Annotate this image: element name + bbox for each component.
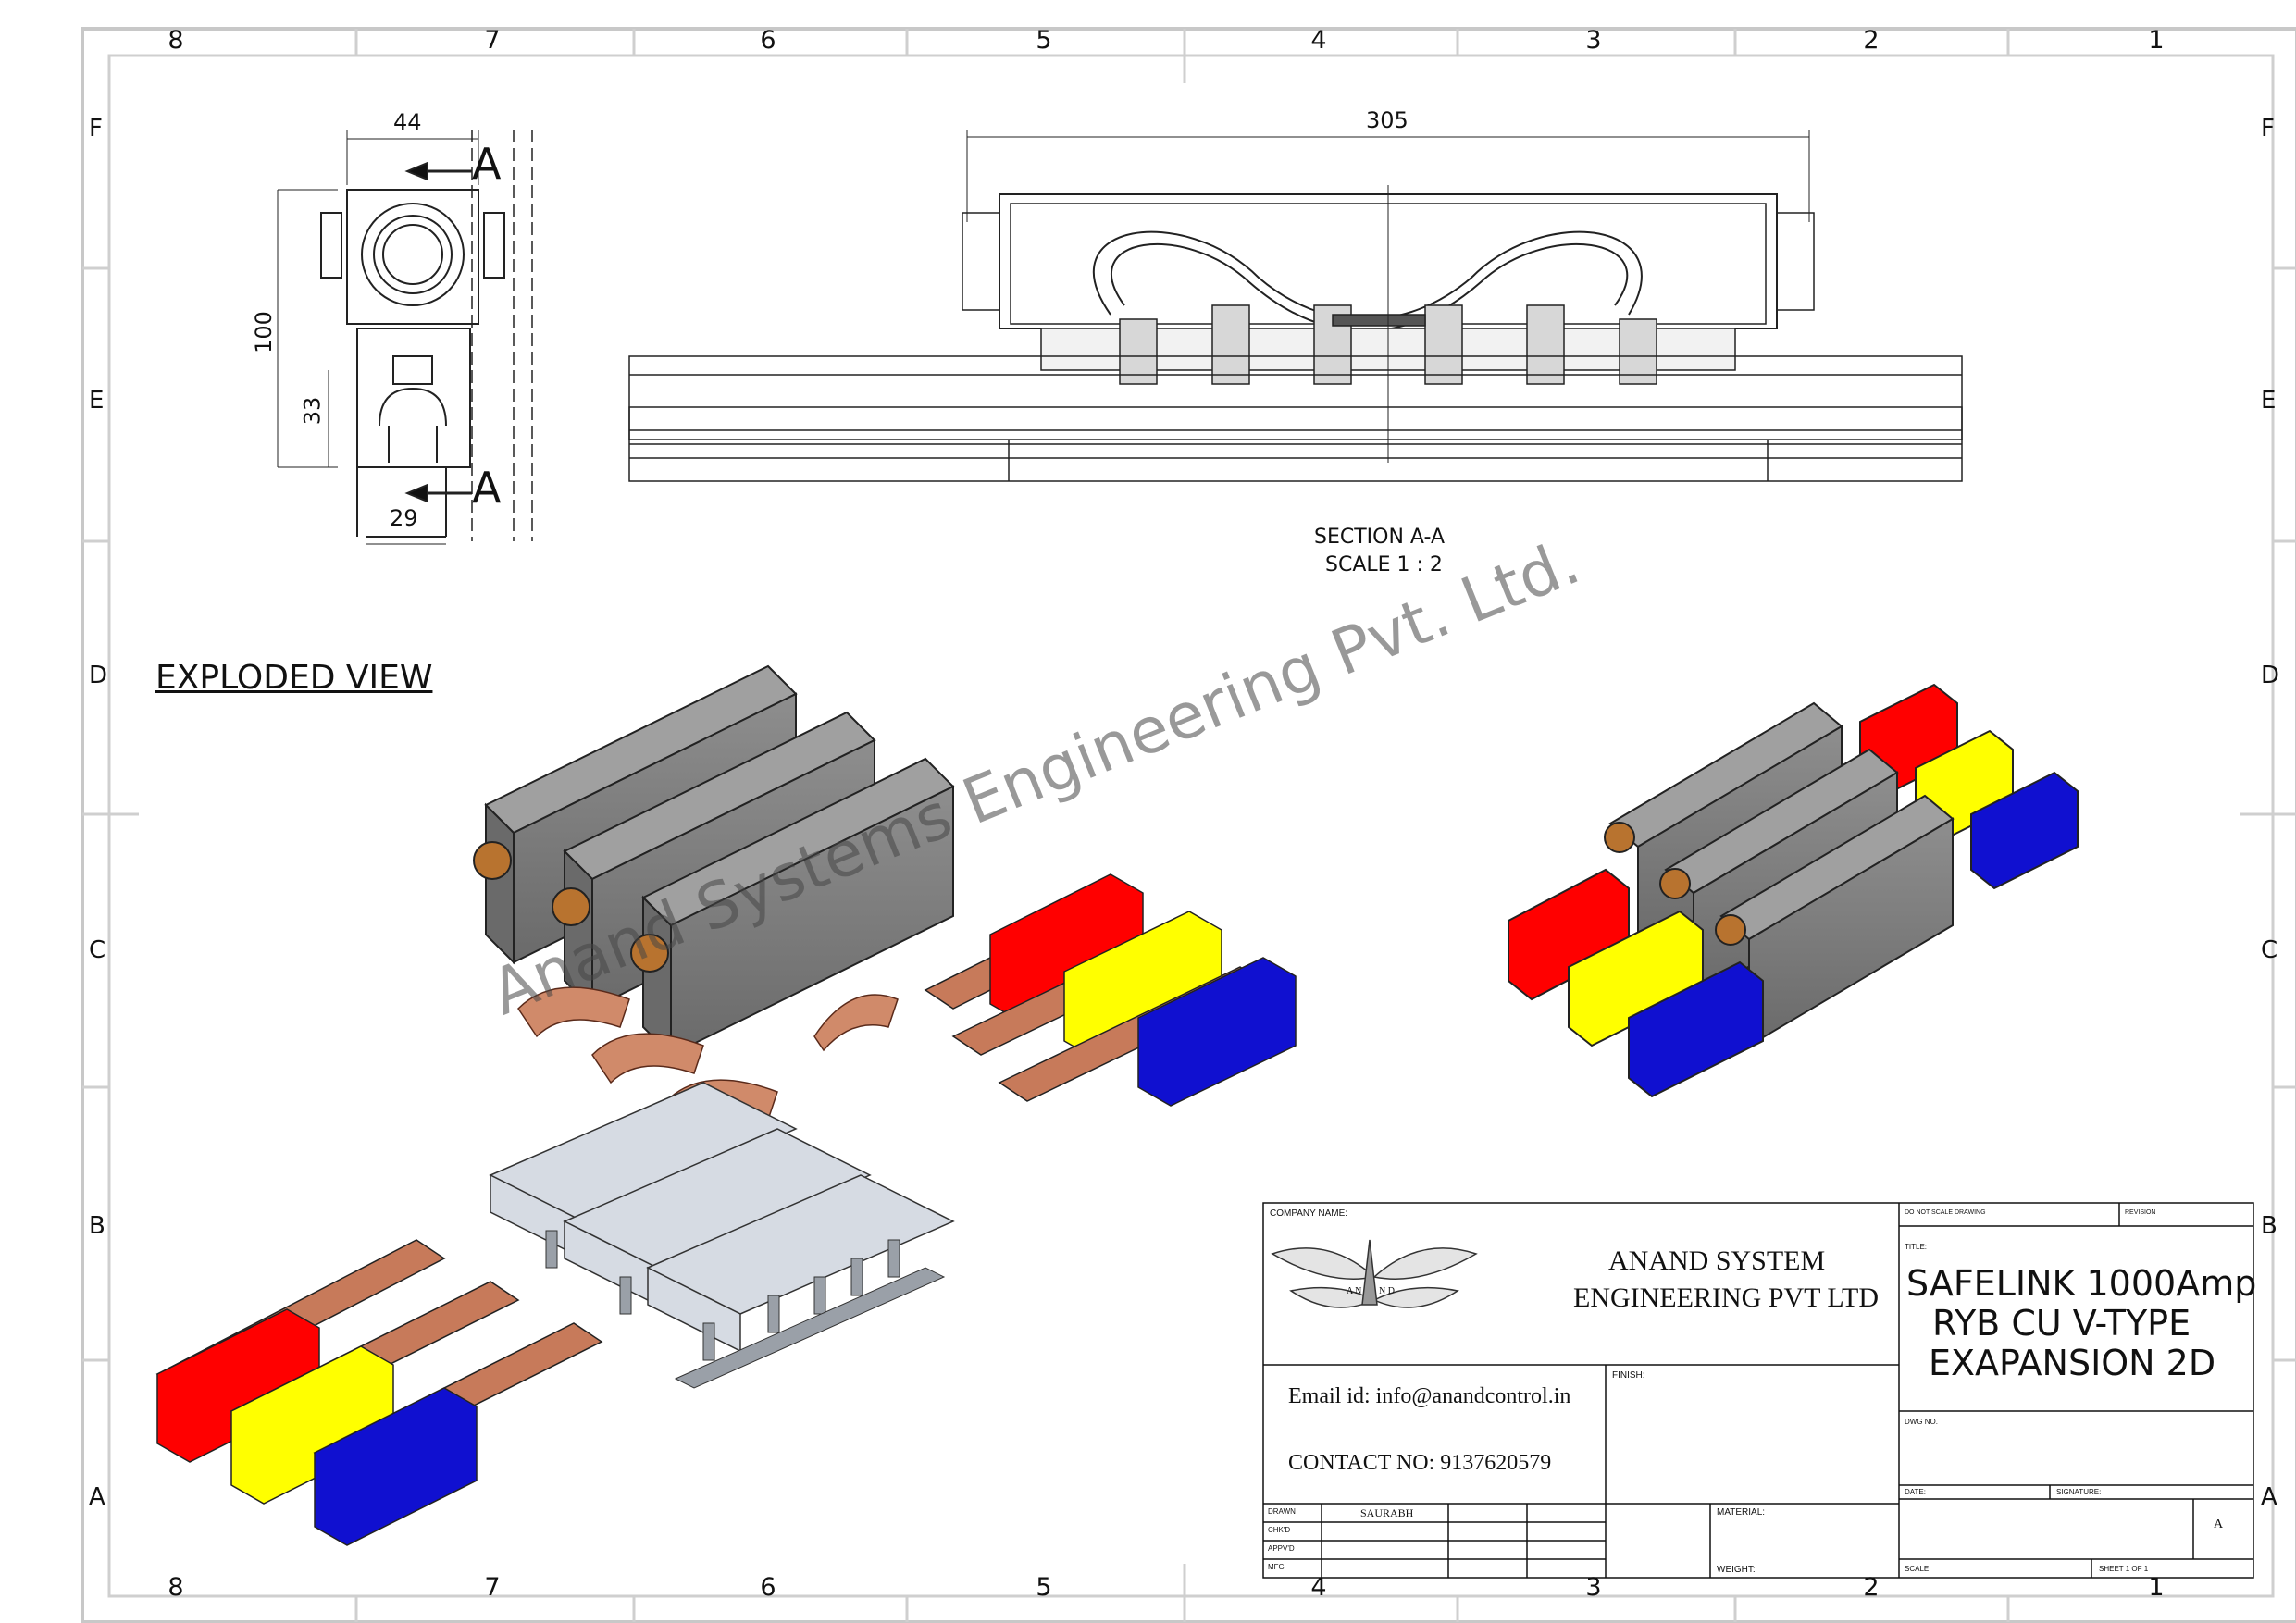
title-line1: SAFELINK 1000Amp: [1906, 1263, 2257, 1304]
zone-col-7-top: 7: [484, 26, 501, 55]
email-text: Email id: info@anandcontrol.in: [1288, 1384, 1571, 1408]
zone-col-8-bottom: 8: [168, 1573, 184, 1602]
size-label: A: [2214, 1518, 2224, 1531]
zone-row-D-left: D: [89, 662, 108, 689]
zone-col-8-top: 8: [168, 26, 184, 55]
assembled-view: [1508, 683, 2079, 1098]
section-view: [628, 130, 1963, 482]
contact-text: CONTACT NO: 9137620579: [1288, 1451, 1552, 1475]
dim-width-bottom: 29: [390, 505, 418, 531]
zone-ticks: [82, 29, 2296, 1622]
title-line3: EXAPANSION 2D: [1929, 1343, 2216, 1383]
zone-col-5-bottom: 5: [1036, 1573, 1052, 1602]
company-line1: ANAND SYSTEM: [1608, 1245, 1826, 1276]
title-label: TITLE:: [1905, 1243, 1928, 1251]
outer-border: [81, 27, 2296, 1623]
zone-col-1-top: 1: [2148, 26, 2165, 55]
zone-row-B-right: B: [2261, 1212, 2277, 1240]
zone-col-3-bottom: 3: [1585, 1573, 1602, 1602]
zone-row-C-left: C: [89, 936, 106, 964]
end-view: [277, 130, 533, 545]
zone-row-F-right: F: [2261, 115, 2275, 142]
do-not-scale-label: DO NOT SCALE DRAWING: [1905, 1209, 1986, 1216]
zone-col-4-bottom: 4: [1310, 1573, 1327, 1602]
date-label: DATE:: [1905, 1488, 1926, 1496]
dim-height-lower: 33: [299, 396, 326, 426]
zone-row-A-right: A: [2261, 1483, 2277, 1511]
appvd-label: APPV'D: [1268, 1544, 1295, 1553]
exploded-view-label: EXPLODED VIEW: [155, 659, 433, 697]
company-line2: ENGINEERING PVT LTD: [1573, 1282, 1879, 1313]
zone-row-C-right: C: [2261, 936, 2278, 964]
zone-col-2-bottom: 2: [1863, 1573, 1880, 1602]
dwg-no-label: DWG NO.: [1905, 1418, 1938, 1426]
material-label: MATERIAL:: [1717, 1507, 1766, 1518]
drawn-label: DRAWN: [1268, 1507, 1296, 1516]
zone-col-2-top: 2: [1863, 26, 1880, 55]
sheet-label: SHEET 1 OF 1: [2099, 1565, 2149, 1573]
zone-col-5-top: 5: [1036, 26, 1052, 55]
dim-height-total: 100: [250, 311, 277, 353]
mfg-label: MFG: [1268, 1563, 1285, 1571]
zone-row-B-left: B: [89, 1212, 105, 1240]
section-title: SECTION A-A: [1314, 526, 1445, 549]
inner-border: [107, 54, 2275, 1598]
zone-row-F-left: F: [89, 115, 103, 142]
title-line2: RYB CU V-TYPE: [1932, 1303, 2191, 1344]
chkd-label: CHK'D: [1268, 1526, 1291, 1534]
section-marker-bottom: A: [472, 463, 502, 513]
zone-col-6-bottom: 6: [760, 1573, 776, 1602]
finish-label: FINISH:: [1612, 1370, 1645, 1381]
zone-col-6-top: 6: [760, 26, 776, 55]
weight-label: WEIGHT:: [1717, 1565, 1756, 1575]
zone-col-1-bottom: 1: [2148, 1573, 2165, 1602]
section-marker-top: A: [472, 139, 502, 189]
company-name-label: COMPANY NAME:: [1270, 1208, 1348, 1219]
zone-row-E-right: E: [2261, 387, 2277, 415]
zone-row-D-right: D: [2261, 662, 2280, 689]
logo-text-left: A N: [1347, 1286, 1362, 1296]
zone-col-7-bottom: 7: [484, 1573, 501, 1602]
dim-length-section: 305: [1366, 107, 1409, 133]
scale-label: SCALE:: [1905, 1565, 1931, 1573]
zone-row-A-left: A: [89, 1483, 105, 1511]
drawn-by: SAURABH: [1360, 1506, 1414, 1519]
logo-text-right: N D: [1379, 1286, 1395, 1296]
dim-width-top: 44: [393, 109, 422, 135]
title-block: [1262, 1202, 2254, 1579]
zone-col-4-top: 4: [1310, 26, 1327, 55]
signature-label: SIGNATURE:: [2056, 1488, 2102, 1496]
zone-col-3-top: 3: [1585, 26, 1602, 55]
exploded-view: [155, 664, 1297, 1546]
revision-label: REVISION: [2125, 1209, 2156, 1216]
section-scale: SCALE 1 : 2: [1325, 553, 1443, 576]
zone-row-E-left: E: [89, 387, 105, 415]
